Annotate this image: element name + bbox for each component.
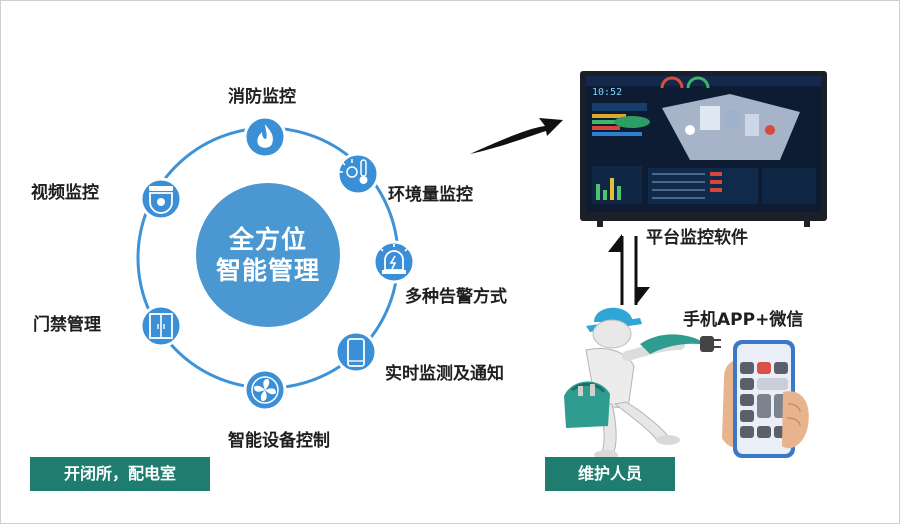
label-environment-monitoring: 环境量监控 — [388, 185, 473, 205]
label-mobile-app: 手机APP+微信 — [683, 310, 804, 330]
label-fire-monitoring: 消防监控 — [228, 87, 296, 107]
label-device-control: 智能设备控制 — [228, 431, 330, 451]
door-icon — [139, 304, 183, 348]
security-camera-icon — [139, 177, 183, 221]
thermometer-sun-icon — [336, 152, 380, 196]
smartphone-icon — [334, 330, 378, 374]
hub-center-text: 全方位 智能管理 — [196, 224, 340, 287]
label-platform-software: 平台监控软件 — [646, 228, 748, 248]
hub-title-line1: 全方位 — [228, 225, 307, 254]
technician-figure — [564, 307, 721, 460]
flame-icon — [243, 115, 287, 159]
label-realtime-notify: 实时监测及通知 — [385, 364, 504, 384]
mobile-phone-image — [722, 340, 809, 458]
swap-arrows-icon — [608, 234, 650, 305]
hub-title-line2: 智能管理 — [215, 256, 320, 286]
label-video-monitoring: 视频监控 — [31, 183, 99, 203]
fan-icon — [243, 368, 287, 412]
label-access-control: 门禁管理 — [33, 315, 101, 335]
tag-maintenance-staff: 维护人员 — [545, 457, 675, 491]
monitor-screen: 10:52 — [580, 71, 827, 227]
monitor-clock: 10:52 — [592, 87, 622, 98]
arrow-to-monitor-icon — [470, 118, 563, 154]
tag-substation: 开闭所，配电室 — [30, 457, 210, 491]
alarm-siren-icon — [372, 240, 416, 284]
label-alarm-methods: 多种告警方式 — [405, 287, 507, 307]
hub-center-circle — [196, 183, 340, 327]
